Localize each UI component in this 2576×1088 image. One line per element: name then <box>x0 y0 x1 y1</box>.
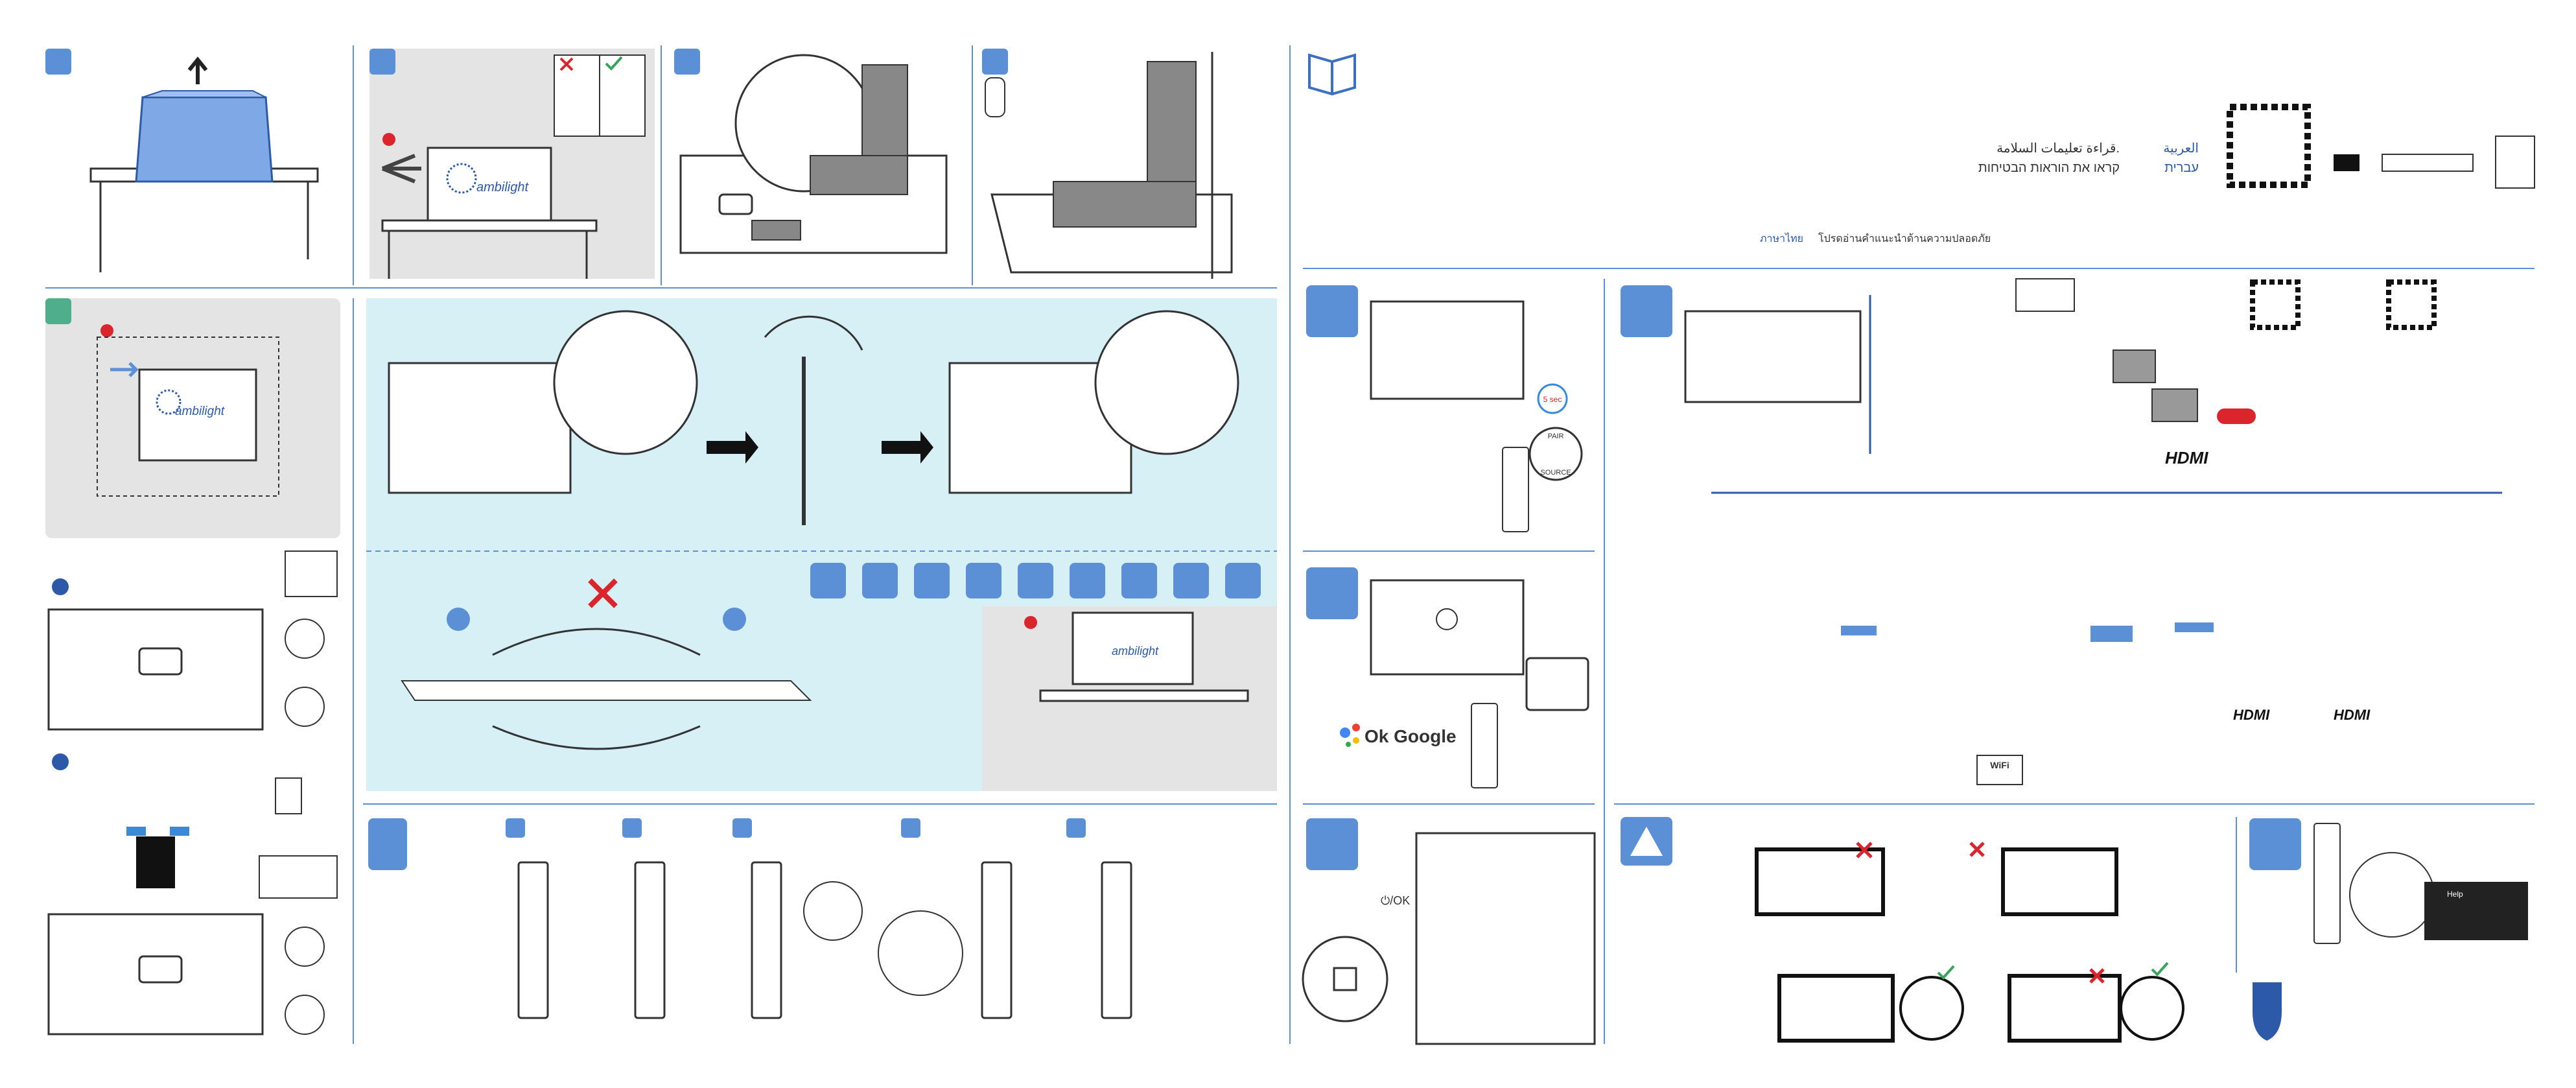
step-bracket-closeup <box>982 49 1233 279</box>
ambilight-logo-text: ambilight <box>476 180 529 195</box>
panel-dividers <box>45 45 2535 1044</box>
hebrew-language-label: עברית <box>2164 161 2199 175</box>
pair-button-label: PAIR <box>1548 432 1564 440</box>
ambilight-logo-text-wall: ambilight <box>175 405 225 418</box>
source-button-label: SOURCE <box>1540 469 1571 477</box>
help-panel: Help PHILIPS <box>2249 818 2528 1041</box>
hdmi-logo-1: HDMI <box>2233 707 2270 723</box>
pair-remote-panel: 5 sec PAIR SOURCE <box>1306 285 1583 532</box>
thai-safety-text: โปรดอ่านคำแนะนำด้านความปลอดภัย <box>1818 232 1991 244</box>
thai-language-label: ภาษาไทย <box>1760 232 1803 244</box>
care-warnings-panel <box>1621 817 2184 1043</box>
step-remove-bracket <box>674 49 948 254</box>
step-unbox <box>45 49 319 272</box>
power-ok-label: ⏻/OK <box>1381 894 1410 907</box>
rear-install-steps <box>47 550 338 1035</box>
info-header: العربية עברית قراءة تعليمات السلامة. קרא… <box>1308 53 2535 244</box>
power-joystick-panel: ⏻/OK <box>1302 818 1596 1045</box>
ambilight-logo-text-stand: ambilight <box>1112 645 1159 657</box>
remote-battery-steps <box>368 818 1132 1019</box>
hdmi-logo-top: HDMI <box>2165 448 2208 467</box>
google-assistant-panel: Ok Google <box>1306 567 1589 788</box>
step-sequence-arrows <box>810 563 1261 598</box>
hebrew-safety-text: קראו את הוראות הבטיחות <box>1978 161 2120 175</box>
help-screen-title: Help <box>2447 890 2463 899</box>
arabic-safety-text: قراءة تعليمات السلامة. <box>1996 141 2120 156</box>
wall-mount-panel: ambilight <box>45 298 340 538</box>
connections-panel: HDMI HDMI HDMI WiFi <box>1621 278 2502 785</box>
stand-swivel-panel: ambilight <box>366 298 1277 791</box>
wifi-label: WiFi <box>1990 760 2009 770</box>
arabic-language-label: العربية <box>2163 141 2199 156</box>
ok-google-label: Ok Google <box>1364 726 1457 746</box>
timer-label: 5 sec <box>1543 395 1562 404</box>
step-place-tv: ambilight <box>369 49 655 279</box>
philips-logo-text: PHILIPS <box>2253 987 2281 995</box>
hdmi-logo-2: HDMI <box>2334 707 2371 723</box>
